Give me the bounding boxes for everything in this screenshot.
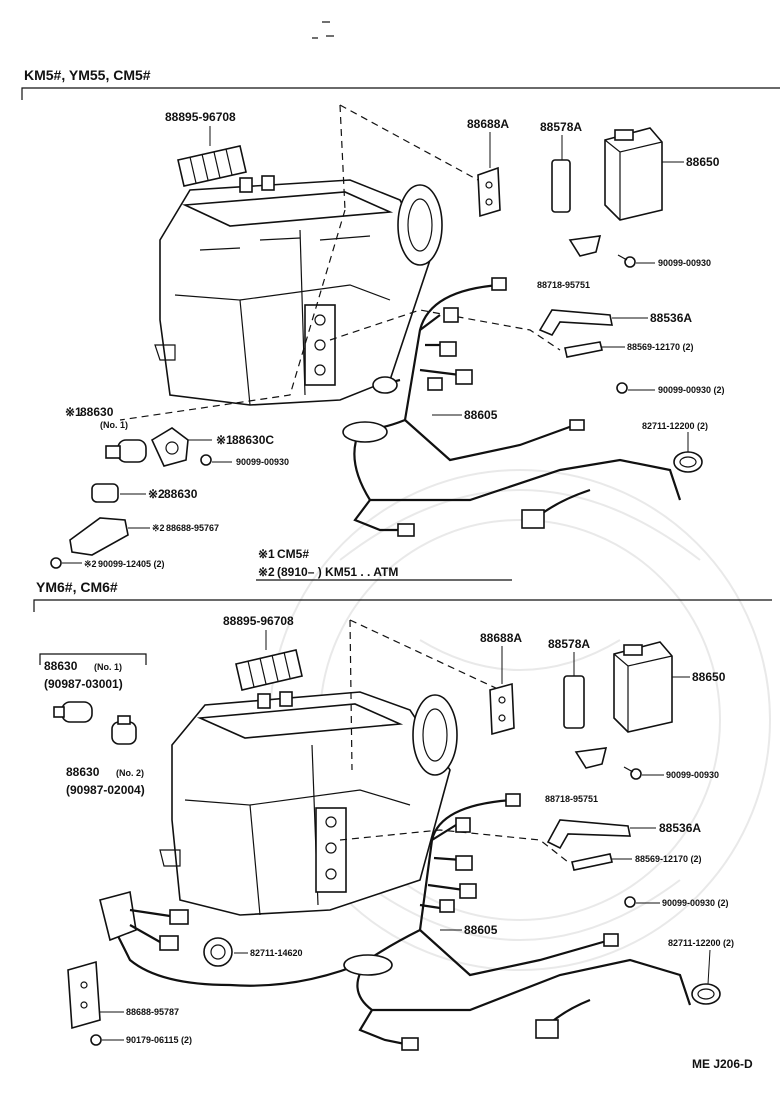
part-88569-bottom xyxy=(571,853,613,871)
leader-bot-11 xyxy=(707,949,711,985)
label-top-88688a: 88688A xyxy=(467,117,509,131)
dashed-lines-top xyxy=(119,104,561,421)
part-clip-bottom xyxy=(574,747,608,769)
label-top-88630-mark: ※1 xyxy=(65,405,82,419)
label-bot-88688a: 88688A xyxy=(480,631,522,645)
part-88569-top xyxy=(564,341,603,358)
switch-88630c-top xyxy=(150,427,189,467)
dashed-lines-bottom xyxy=(339,619,569,863)
hose-bottom xyxy=(235,649,303,691)
label-bot-screw-a: 90099-00930 xyxy=(666,770,719,780)
watermark-emblem xyxy=(269,469,771,971)
clamp-top xyxy=(673,451,703,473)
label-top-88578a: 88578A xyxy=(540,120,582,134)
nut-bottom xyxy=(90,1034,102,1046)
note-1: CM5# xyxy=(277,547,309,561)
part-88578a-top xyxy=(551,159,571,213)
screw-top-a xyxy=(617,254,636,268)
label-bot-hose: 88895-96708 xyxy=(223,614,294,628)
label-top-88630-sub: (No. 1) xyxy=(100,420,128,430)
footer-code: ME J206-D xyxy=(692,1057,753,1071)
label-bot-88630-1-code: (90987-03001) xyxy=(44,677,123,691)
wire-harness-top xyxy=(342,277,682,537)
screw-bottom-b xyxy=(624,896,636,908)
label-top-88536a: 88536A xyxy=(650,311,692,325)
part-88578a-bottom xyxy=(563,675,585,729)
label-top-88630: 88630 xyxy=(80,405,114,419)
top-section-header: KM5#, YM55, CM5# xyxy=(24,67,151,83)
part-88536a-bottom xyxy=(546,819,631,850)
label-bot-82711-12200: 82711-12200 (2) xyxy=(668,938,734,948)
nut-top xyxy=(50,557,62,569)
part-88688a-top xyxy=(477,166,501,218)
switch-88630-no1-top xyxy=(105,439,147,463)
label-top-hose: 88895-96708 xyxy=(165,110,236,124)
hose-top xyxy=(177,145,247,187)
label-bot-88630-1: 88630 xyxy=(44,659,78,673)
label-top-88650: 88650 xyxy=(686,155,720,169)
label-bot-screw-b: 90099-00930 (2) xyxy=(662,898,729,908)
label-top-88569: 88569-12170 (2) xyxy=(627,342,694,352)
label-bot-88536a: 88536A xyxy=(659,821,701,835)
heater-unit-top xyxy=(154,175,443,406)
part-88688-95767 xyxy=(69,517,129,556)
label-top-screw-b: 90099-00930 (2) xyxy=(658,385,725,395)
label-top-screw-a: 90099-00930 xyxy=(658,258,711,268)
clamp-82711-14620 xyxy=(203,937,233,967)
label-bot-90179-06115: 90179-06115 (2) xyxy=(126,1035,192,1045)
label-top-88718: 88718-95751 xyxy=(537,280,590,290)
bottom-bracket-88630 xyxy=(39,653,147,665)
part-clip-top xyxy=(568,235,602,257)
label-bot-88718: 88718-95751 xyxy=(545,794,598,804)
switch-88630-no2-bottom xyxy=(111,715,137,745)
label-top-88688-95767: 88688-95767 xyxy=(166,523,219,533)
wire-harness-bottom xyxy=(114,793,692,1051)
heater-unit-bottom xyxy=(159,691,458,916)
label-bot-88630-2: 88630 xyxy=(66,765,100,779)
label-bot-88630-2-sub: (No. 2) xyxy=(116,768,144,778)
label-top-88630-2: 88630 xyxy=(164,487,198,501)
label-top-88630c: 88630C xyxy=(232,433,274,447)
part-88688a-bottom xyxy=(489,682,515,736)
part-88650-bottom xyxy=(613,641,673,733)
screw-bottom-a xyxy=(623,766,642,780)
label-top-82711: 82711-12200 (2) xyxy=(642,421,708,431)
bottom-section-bracket xyxy=(33,599,772,612)
label-bot-88630-1-sub: (No. 1) xyxy=(94,662,122,672)
switch-assy-bottom-left xyxy=(67,890,189,1030)
label-bot-88688-95787: 88688-95787 xyxy=(126,1007,179,1017)
screw-top-b xyxy=(616,382,628,394)
label-top-90099-12405-mark: ※2 xyxy=(84,559,97,569)
label-top-screw-c: 90099-00930 xyxy=(236,457,289,467)
label-bot-88630-2-code: (90987-02004) xyxy=(66,783,145,797)
label-bot-88650: 88650 xyxy=(692,670,726,684)
clamp-bottom xyxy=(691,983,721,1005)
top-section-bracket xyxy=(21,87,780,100)
label-bot-88605: 88605 xyxy=(464,923,498,937)
label-top-88605: 88605 xyxy=(464,408,498,422)
note-2-mark: ※2 xyxy=(258,565,275,579)
note-2: (8910– ) KM51 . . ATM xyxy=(277,565,398,579)
label-top-90099-12405: 90099-12405 (2) xyxy=(98,559,165,569)
label-top-88630-2-mark: ※2 xyxy=(148,487,165,501)
switch-88630-no1-bottom xyxy=(53,701,93,723)
part-88650-top xyxy=(604,127,663,221)
label-top-88630c-mark: ※1 xyxy=(216,433,233,447)
switch-88630-star2 xyxy=(91,483,119,503)
screw-top-c xyxy=(200,454,212,466)
label-top-88688-95767-mark: ※2 xyxy=(152,523,165,533)
bottom-section-header: YM6#, CM6# xyxy=(36,579,118,595)
note-1-mark: ※1 xyxy=(258,547,275,561)
label-bot-82711-14620: 82711-14620 xyxy=(250,948,303,958)
label-bot-88569: 88569-12170 (2) xyxy=(635,854,702,864)
part-88536a-top xyxy=(538,309,613,337)
label-bot-88578a: 88578A xyxy=(548,637,590,651)
top-marks xyxy=(312,21,334,39)
